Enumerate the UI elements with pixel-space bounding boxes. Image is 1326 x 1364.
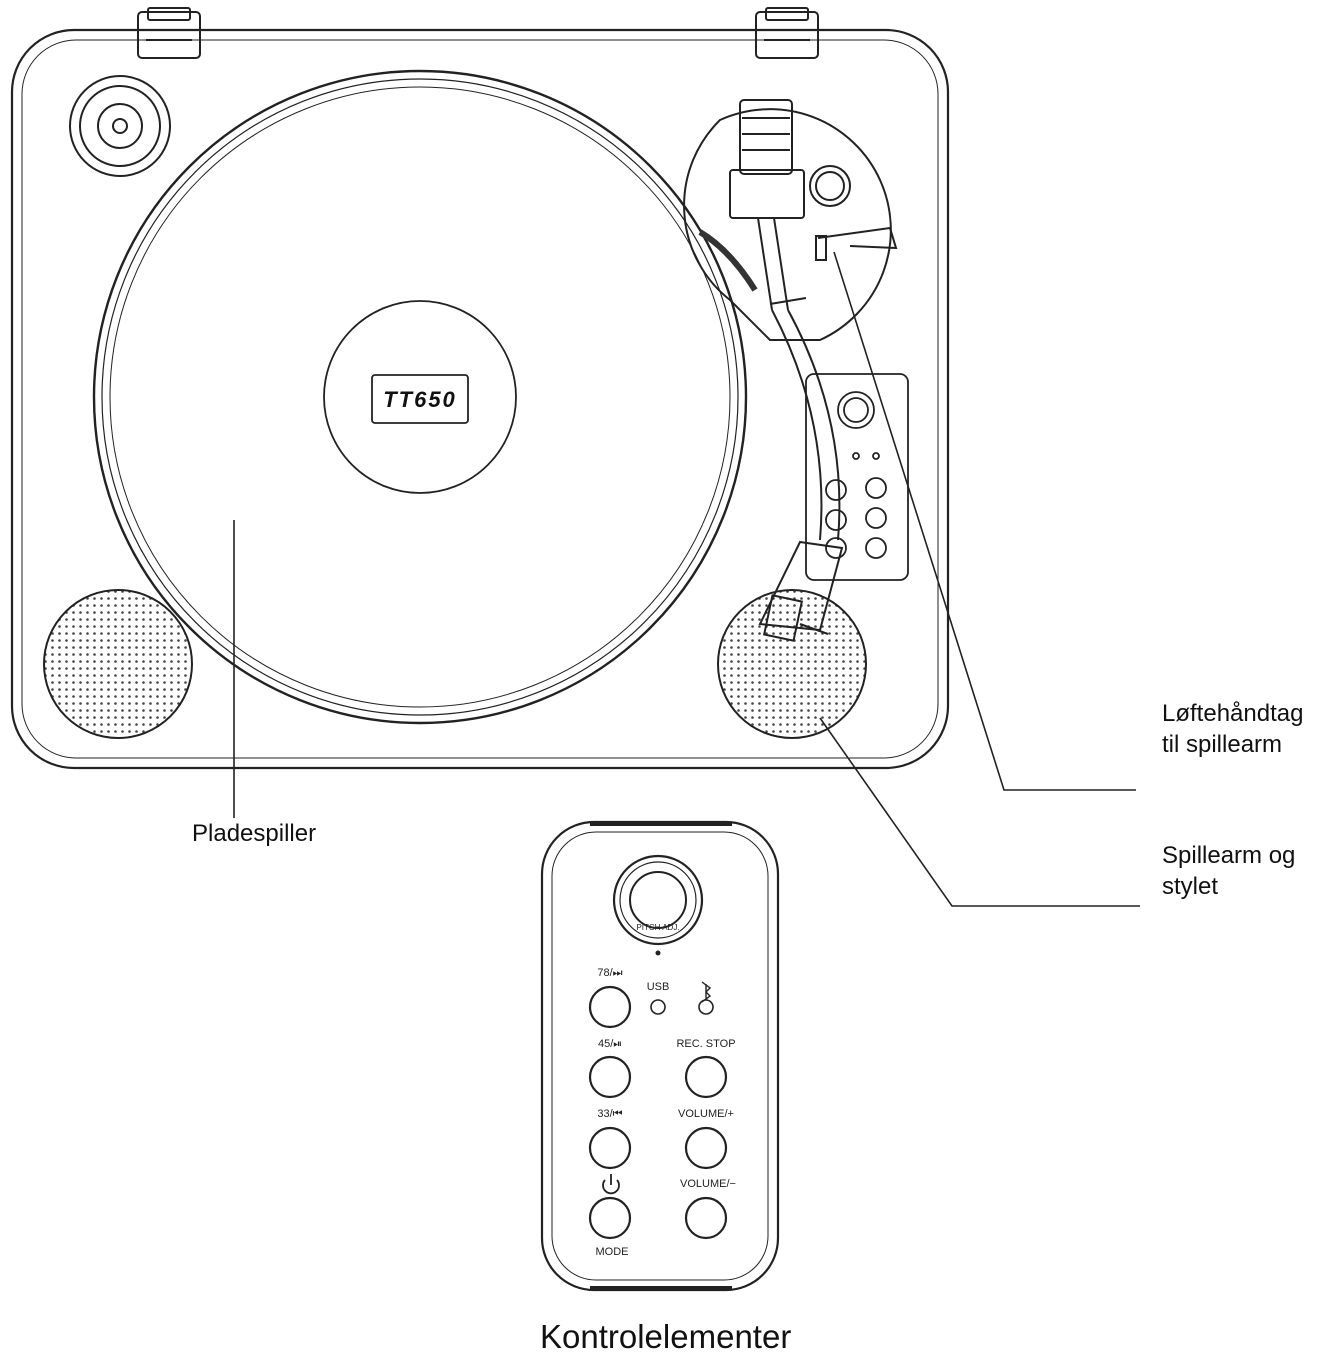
power-icon <box>602 1174 620 1195</box>
button-45[interactable] <box>588 1055 632 1099</box>
led-bluetooth <box>698 981 714 1015</box>
deck-control-panel <box>805 373 909 581</box>
button-volume-up-label: VOLUME/+ <box>678 1108 734 1120</box>
button-volume-down-label: VOLUME/− <box>680 1178 736 1190</box>
button-33-label: 33/⏮ <box>597 1108 622 1120</box>
button-33[interactable] <box>588 1126 632 1170</box>
callout-turntable: Pladespiller <box>192 820 317 847</box>
leader-lines <box>233 251 1140 907</box>
button-mode-label: MODE <box>596 1246 629 1258</box>
rear-hinge-left <box>110 7 228 59</box>
button-78-label: 78/⏭ <box>597 967 622 979</box>
pitch-knob-label: PITCH ADJ. <box>636 923 679 932</box>
button-45-label: 45/⏯ <box>598 1038 622 1050</box>
button-rec-stop-label: REC. STOP <box>676 1038 735 1050</box>
plinth <box>10 28 950 770</box>
pitch-knob[interactable] <box>612 854 704 956</box>
speaker-left <box>43 589 193 739</box>
adapter-icon <box>69 75 171 177</box>
control-unit <box>540 820 780 1292</box>
figure-caption: Kontrolelementer <box>540 1318 792 1355</box>
lift-lever-leader <box>833 251 1136 791</box>
tonearm-base <box>683 108 898 341</box>
button-78[interactable] <box>588 985 632 1029</box>
platter <box>92 69 748 725</box>
button-rec-stop[interactable] <box>684 1055 728 1099</box>
tonearm <box>729 99 844 642</box>
button-volume-up[interactable] <box>684 1126 728 1170</box>
button-volume-down[interactable] <box>684 1196 728 1240</box>
led-usb-label: USB <box>647 981 670 993</box>
button-mode[interactable] <box>588 1196 632 1240</box>
model-label: TT650 <box>383 387 457 412</box>
led-usb <box>650 999 666 1015</box>
tonearm-leader <box>819 717 1140 907</box>
speaker-right <box>717 589 867 739</box>
callout-lift-lever-line2: til spillearm <box>1162 731 1283 758</box>
callout-tonearm-line2: stylet <box>1162 873 1219 900</box>
callout-lift-lever-line1: Løftehåndtag <box>1162 700 1304 727</box>
callout-tonearm-line1: Spillearm og <box>1162 842 1296 869</box>
rear-hinge-right <box>734 7 846 59</box>
